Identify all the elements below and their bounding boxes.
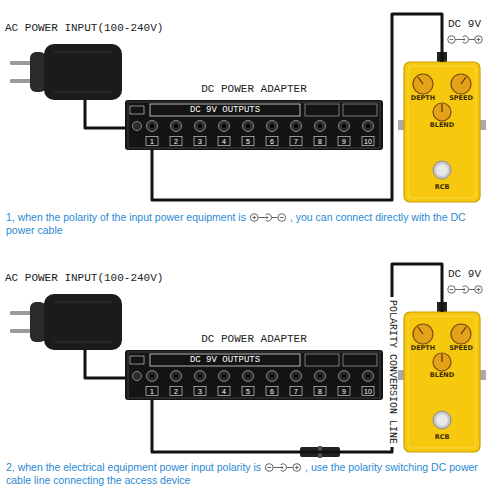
device-label: DC POWER ADAPTER [201, 333, 307, 346]
power-supply-bar: DC POWER ADAPTER DC 9V OUTPUTS 1 2 3 4 5 6 7 8 9 10 [125, 82, 383, 150]
polarity-symbol [264, 462, 302, 473]
output-number: 8 [318, 388, 322, 396]
power-cable [85, 100, 125, 128]
output-number: 5 [246, 138, 250, 146]
output-number: 6 [270, 138, 274, 146]
instruction-text: 1, when the polarity of the input power … [6, 211, 246, 223]
output-title: DC 9V OUTPUTS [190, 355, 260, 365]
polarity-symbol [249, 212, 287, 223]
knob-label: BLEND [430, 372, 454, 379]
device-label: DC POWER ADAPTER [201, 83, 307, 96]
instruction-note: 2, when the electrical equipment power i… [6, 461, 494, 487]
instruction-note: 1, when the polarity of the input power … [6, 211, 494, 237]
output-number: 3 [198, 388, 202, 396]
knob-label: DEPTH [411, 345, 435, 352]
knob-label: SPEED [449, 345, 473, 352]
knob-label: BLEND [430, 122, 454, 129]
instruction-text: 2, when the electrical equipment power i… [6, 461, 261, 473]
output-number: 7 [294, 388, 298, 396]
brand-label: RCB [435, 184, 450, 191]
brand-label: RCB [435, 434, 450, 441]
voltage-label: DC 9V [448, 268, 481, 281]
output-number: 8 [318, 138, 322, 146]
output-number: 3 [198, 138, 202, 146]
cable-label: POLARITY CONVERSION LINE [386, 297, 398, 447]
output-number: 9 [342, 138, 346, 146]
power-cable [152, 14, 442, 200]
output-number: 2 [174, 388, 178, 396]
power-adapter: AC POWER INPUT(100-240V) [5, 22, 180, 100]
output-number: 2 [174, 138, 178, 146]
effect-pedal: DEPTH SPEED BLEND RCB [404, 62, 480, 202]
output-number: 1 [150, 388, 154, 396]
input-label: AC POWER INPUT(100-240V) [5, 272, 163, 285]
output-number: 6 [270, 388, 274, 396]
power-cable [85, 350, 125, 378]
output-number: 5 [246, 388, 250, 396]
rig-illustration [10, 36, 486, 202]
power-supply-bar: DC POWER ADAPTER DC 9V OUTPUTS 1 2 3 4 5 6 7 8 9 10 [125, 332, 383, 400]
rig-illustration [10, 286, 486, 452]
output-number: 1 [150, 138, 154, 146]
output-number: 4 [222, 138, 226, 146]
output-number: 7 [294, 138, 298, 146]
effect-pedal: DEPTH SPEED BLEND RCB [404, 312, 480, 452]
output-number: 4 [222, 388, 226, 396]
knob-label: DEPTH [411, 95, 435, 102]
power-adapter: AC POWER INPUT(100-240V) [5, 272, 180, 350]
output-number: 9 [342, 388, 346, 396]
output-number: 10 [364, 138, 372, 146]
output-title: DC 9V OUTPUTS [190, 105, 260, 115]
power-cable [152, 264, 442, 452]
voltage-label: DC 9V [448, 18, 481, 31]
knob-label: SPEED [449, 95, 473, 102]
output-number: 10 [364, 388, 372, 396]
input-label: AC POWER INPUT(100-240V) [5, 22, 163, 35]
